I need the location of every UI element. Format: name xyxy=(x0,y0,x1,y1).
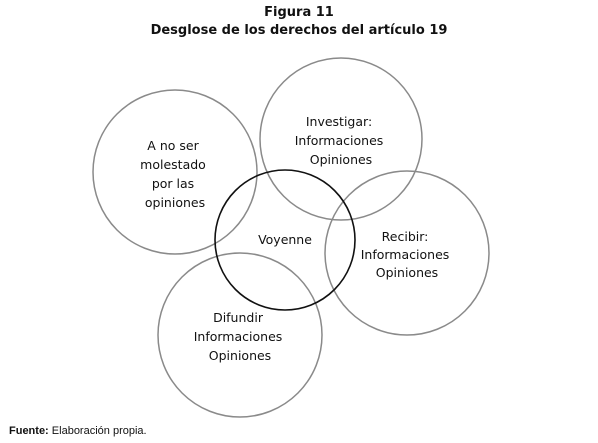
node-line: Opiniones xyxy=(310,152,372,167)
circle-difundir xyxy=(157,252,323,418)
node-line: por las xyxy=(152,176,194,191)
circle-no-molestado xyxy=(92,89,258,255)
node-voyenne-text: Voyenne xyxy=(258,232,312,247)
circle-investigar xyxy=(259,57,423,221)
figure-title: Desglose de los derechos del artículo 19 xyxy=(150,23,448,38)
figure-label: Figura 11 xyxy=(264,5,334,20)
caption-text: Elaboración propia. xyxy=(51,425,147,437)
node-line: Informaciones xyxy=(194,329,283,344)
node-no-molestado-text: A no ser molestado por las opiniones xyxy=(140,138,210,210)
node-line: Investigar: xyxy=(306,114,372,129)
node-line: A no ser xyxy=(147,138,199,153)
node-recibir-text: Recibir: Informaciones Opiniones xyxy=(361,229,454,280)
node-line: Informaciones xyxy=(295,133,384,148)
node-line: Voyenne xyxy=(258,232,312,247)
node-line: Recibir: xyxy=(382,229,429,244)
node-line: opiniones xyxy=(145,195,205,210)
node-difundir-text: Difundir Informaciones Opiniones xyxy=(194,310,287,363)
node-investigar-text: Investigar: Informaciones Opiniones xyxy=(295,114,388,167)
figure-caption: Fuente: Elaboración propia. xyxy=(9,425,147,438)
circle-voyenne xyxy=(214,169,356,311)
node-line: Informaciones xyxy=(361,247,450,262)
circle-recibir xyxy=(324,170,490,336)
caption-label: Fuente: xyxy=(9,425,49,437)
node-line: Opiniones xyxy=(376,265,438,280)
node-line: molestado xyxy=(140,157,206,172)
node-line: Difundir xyxy=(213,310,264,325)
node-line: Opiniones xyxy=(209,348,271,363)
